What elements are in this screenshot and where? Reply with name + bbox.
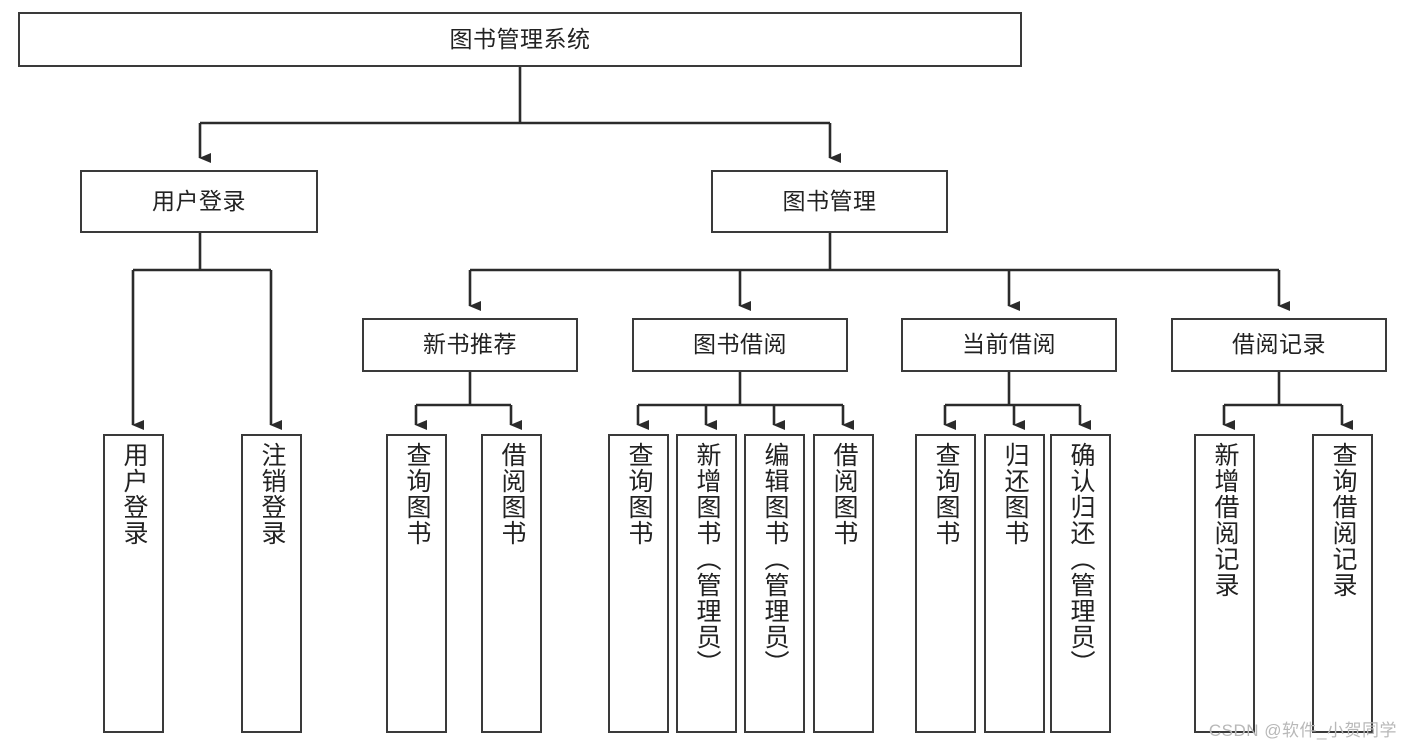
node-leaf-user-login[interactable]: 用户登录 xyxy=(103,434,164,733)
node-leaf-query-record[interactable]: 查询借阅记录 xyxy=(1312,434,1373,733)
node-leaf-add-book-label: 新增图书（管理员） xyxy=(693,442,721,676)
node-book-borrow[interactable]: 图书借阅 xyxy=(632,318,848,372)
node-new-book-recommend[interactable]: 新书推荐 xyxy=(362,318,578,372)
node-leaf-edit-book[interactable]: 编辑图书（管理员） xyxy=(744,434,805,733)
node-leaf-logout-login-label: 注销登录 xyxy=(258,442,286,546)
node-leaf-query-book-3[interactable]: 查询图书 xyxy=(915,434,976,733)
node-current-borrow-label: 当前借阅 xyxy=(962,331,1056,358)
node-leaf-confirm-return[interactable]: 确认归还（管理员） xyxy=(1050,434,1111,733)
node-leaf-query-book-2-label: 查询图书 xyxy=(625,442,653,546)
node-leaf-add-record[interactable]: 新增借阅记录 xyxy=(1194,434,1255,733)
node-user-login-label: 用户登录 xyxy=(152,187,246,214)
node-leaf-borrow-book-2[interactable]: 借阅图书 xyxy=(813,434,874,733)
node-leaf-query-book-3-label: 查询图书 xyxy=(932,442,960,546)
node-leaf-borrow-book-2-label: 借阅图书 xyxy=(830,442,858,546)
node-leaf-user-login-label: 用户登录 xyxy=(120,442,148,546)
node-leaf-query-book-1-label: 查询图书 xyxy=(403,442,431,546)
node-book-management[interactable]: 图书管理 xyxy=(711,170,948,233)
node-leaf-query-book-2[interactable]: 查询图书 xyxy=(608,434,669,733)
node-leaf-return-book-label: 归还图书 xyxy=(1001,442,1029,546)
node-leaf-query-record-label: 查询借阅记录 xyxy=(1329,442,1357,598)
node-borrow-record[interactable]: 借阅记录 xyxy=(1171,318,1387,372)
node-leaf-edit-book-label: 编辑图书（管理员） xyxy=(761,442,789,676)
node-book-borrow-label: 图书借阅 xyxy=(693,331,787,358)
node-new-book-recommend-label: 新书推荐 xyxy=(423,331,517,358)
node-leaf-add-record-label: 新增借阅记录 xyxy=(1211,442,1239,598)
node-leaf-query-book-1[interactable]: 查询图书 xyxy=(386,434,447,733)
node-root[interactable]: 图书管理系统 xyxy=(18,12,1022,67)
node-leaf-logout-login[interactable]: 注销登录 xyxy=(241,434,302,733)
node-current-borrow[interactable]: 当前借阅 xyxy=(901,318,1117,372)
csdn-watermark: CSDN @软件_小贺同学 xyxy=(1208,721,1397,740)
node-leaf-add-book[interactable]: 新增图书（管理员） xyxy=(676,434,737,733)
node-book-management-label: 图书管理 xyxy=(782,187,877,214)
node-leaf-borrow-book-1-label: 借阅图书 xyxy=(498,442,526,546)
node-root-label: 图书管理系统 xyxy=(449,25,591,52)
node-leaf-borrow-book-1[interactable]: 借阅图书 xyxy=(481,434,542,733)
node-leaf-confirm-return-label: 确认归还（管理员） xyxy=(1067,442,1095,676)
node-borrow-record-label: 借阅记录 xyxy=(1232,331,1326,358)
node-leaf-return-book[interactable]: 归还图书 xyxy=(984,434,1045,733)
node-user-login[interactable]: 用户登录 xyxy=(80,170,318,233)
